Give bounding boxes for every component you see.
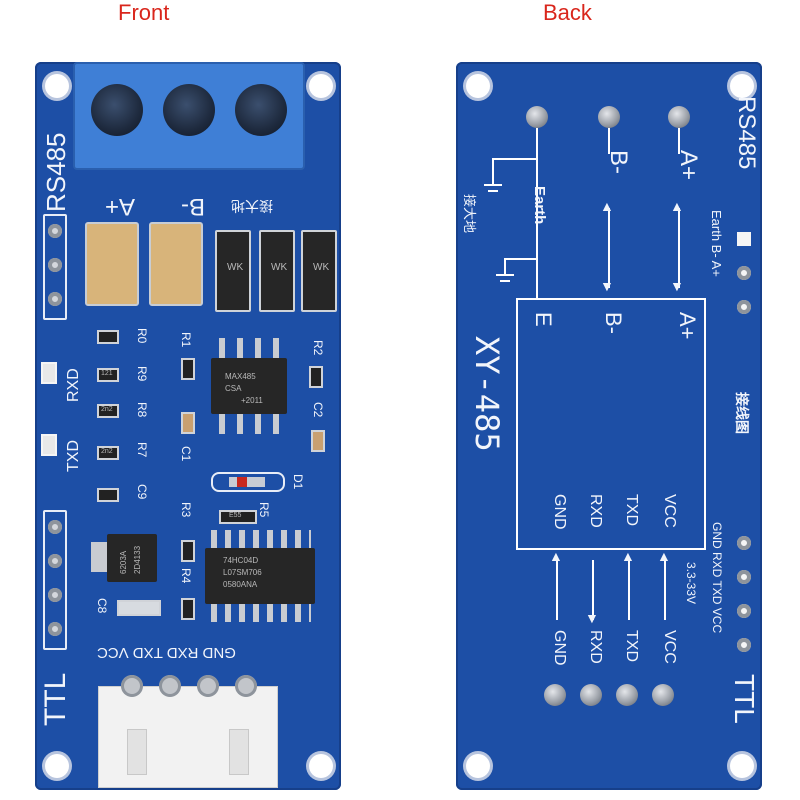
mount-hole xyxy=(466,74,490,98)
mount-hole xyxy=(730,74,754,98)
frame-txd-label: TXD xyxy=(623,494,640,526)
ttl-vcc-label: VCC xyxy=(661,630,678,664)
capacitor xyxy=(181,412,195,434)
r8-label: R8 xyxy=(135,402,149,418)
solder-joint xyxy=(652,684,674,706)
r7-label: R7 xyxy=(135,442,149,458)
rxd-led xyxy=(41,362,57,384)
back-b-minus-label: B- xyxy=(605,150,632,174)
module-frame xyxy=(516,298,706,550)
front-a-plus-label: A+ xyxy=(105,193,136,220)
front-rs485-label: RS485 xyxy=(41,132,71,213)
c1-label: C1 xyxy=(179,446,193,462)
earth-label: Earth xyxy=(531,186,548,225)
screw xyxy=(163,84,215,136)
frame-rxd-label: RXD xyxy=(587,494,604,528)
solder-joint xyxy=(526,106,548,128)
resistor xyxy=(309,366,323,388)
ttl-txd-label: TXD xyxy=(623,630,640,662)
back-ttl-label: TTL xyxy=(729,674,760,724)
front-caption: Front xyxy=(118,0,170,25)
rs485-pad-header xyxy=(43,214,67,320)
resistor: 121 xyxy=(97,368,119,382)
solder-joint xyxy=(616,684,638,706)
solder-joint xyxy=(598,106,620,128)
module-name: XY-485 xyxy=(468,336,506,452)
fuse xyxy=(85,222,139,306)
back-rs485-pads xyxy=(732,222,756,328)
voltage-regulator: 6203A 2D4133 xyxy=(107,534,157,582)
max485-chip: MAX485 CSA +2011 xyxy=(211,358,287,414)
solder-joint xyxy=(668,106,690,128)
back-a-plus-label: A+ xyxy=(675,150,702,181)
front-b-minus-label: B- xyxy=(181,193,205,220)
solder-joint xyxy=(580,684,602,706)
ttl-pin-legend: GND RXD TXD VCC xyxy=(710,522,724,634)
back-ttl-pads xyxy=(732,526,756,666)
front-board: RS485 A+ B- 接大地 WK WK WK RXD TXD R0 121 … xyxy=(35,62,341,790)
frame-a-plus-label: A+ xyxy=(675,312,700,340)
capacitor xyxy=(311,430,325,452)
ttl-gnd-label: GND xyxy=(551,630,568,666)
frame-b-minus-label: B- xyxy=(601,312,626,334)
tvs-diode: WK xyxy=(259,230,295,312)
resistor: E55 xyxy=(219,510,257,524)
resistor: 2n2 xyxy=(97,446,119,460)
r4-label: R4 xyxy=(179,568,193,584)
screw xyxy=(91,84,143,136)
mount-hole xyxy=(309,754,333,778)
frame-e-label: E xyxy=(531,312,556,327)
txd-led xyxy=(41,434,57,456)
r9-label: R9 xyxy=(135,366,149,382)
mount-hole xyxy=(730,754,754,778)
frame-vcc-label: VCC xyxy=(661,494,678,528)
diode-outline xyxy=(211,472,285,492)
mount-hole xyxy=(466,754,490,778)
solder-joint xyxy=(544,684,566,706)
d1-label: D1 xyxy=(291,474,305,490)
back-board: Earth 接大地 B- A+ ▲ ▼ ▲ ▼ RS485 Earth B- A… xyxy=(456,62,762,790)
capacitor xyxy=(117,600,161,616)
rs485-pin-legend: Earth B- A+ xyxy=(709,210,724,277)
wiring-diagram-label: 接线图 xyxy=(734,392,750,434)
ttl-pad-header xyxy=(43,510,67,650)
voltage-label: 3.3-33V xyxy=(684,562,698,605)
rxd-label: RXD xyxy=(65,368,82,402)
txd-label: TXD xyxy=(65,440,82,472)
front-pin-labels: GND RXD TXD VCC xyxy=(97,644,236,661)
frame-gnd-label: GND xyxy=(551,494,568,530)
r2-label: R2 xyxy=(311,340,325,356)
tvs-diode: WK xyxy=(301,230,337,312)
c2-label: C2 xyxy=(311,402,325,418)
hc04-chip: 74HC04D L07SM706 0580ANA xyxy=(205,548,315,604)
earth-cn-label: 接大地 xyxy=(462,194,477,234)
r5-label: R5 xyxy=(257,502,271,518)
r0-label: R0 xyxy=(135,328,149,344)
screw xyxy=(235,84,287,136)
mount-hole xyxy=(45,754,69,778)
r1-label: R1 xyxy=(179,332,193,348)
back-rs485-label: RS485 xyxy=(733,96,760,170)
r3-label: R3 xyxy=(179,502,193,518)
resistor xyxy=(97,330,119,344)
screw-terminal xyxy=(73,62,305,170)
capacitor xyxy=(97,488,119,502)
ttl-rxd-label: RXD xyxy=(587,630,604,664)
resistor xyxy=(181,598,195,620)
fuse xyxy=(149,222,203,306)
resistor xyxy=(181,358,195,380)
c9-label: C9 xyxy=(135,484,149,500)
tvs-diode: WK xyxy=(215,230,251,312)
resistor xyxy=(181,540,195,562)
front-ground-label: 接大地 xyxy=(231,198,273,214)
ttl-connector xyxy=(98,675,278,788)
mount-hole xyxy=(45,74,69,98)
back-caption: Back xyxy=(543,0,592,25)
resistor: 2n2 xyxy=(97,404,119,418)
c8-label: C8 xyxy=(95,598,109,614)
mount-hole xyxy=(309,74,333,98)
front-ttl-label: TTL xyxy=(39,672,72,726)
